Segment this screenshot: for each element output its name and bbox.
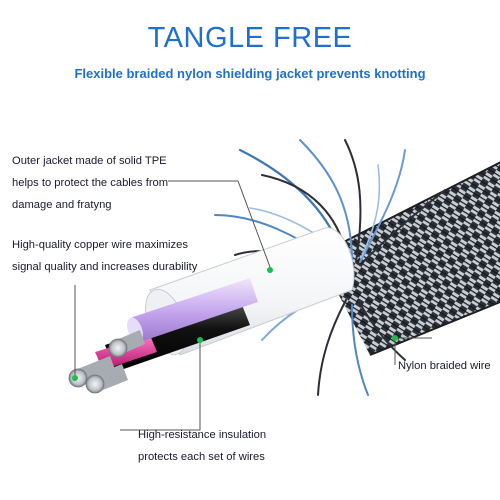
marker-dot-jacket (267, 267, 273, 273)
leader-lines (74, 180, 432, 431)
marker-dot-copper (72, 375, 78, 381)
callout-insulation: High-resistance insulation protects each… (138, 424, 266, 468)
page-title: TANGLE FREE (147, 22, 353, 54)
callout-nylon-braid: Nylon braided wire (398, 355, 491, 377)
page-subtitle: Flexible braided nylon shielding jacket … (74, 66, 426, 81)
callout-line: damage and fratyng (12, 199, 112, 211)
callout-line: signal quality and increases durability (12, 261, 198, 273)
callout-copper-wire: High-quality copper wire maximizes signa… (12, 234, 197, 278)
callout-line: High-quality copper wire maximizes (12, 239, 188, 251)
marker-dots (72, 267, 398, 381)
braided-sleeve (317, 161, 500, 356)
callout-line: High-resistance insulation (138, 429, 267, 441)
marker-dot-insulation (197, 337, 203, 343)
marker-dot-braid (392, 335, 398, 341)
callout-line: helps to protect the cables from (12, 177, 169, 189)
callout-line: Nylon braided wire (398, 360, 491, 372)
callout-line: protects each set of wires (138, 451, 265, 463)
copper-conductors (68, 330, 145, 394)
callout-outer-jacket: Outer jacket made of solid TPE helps to … (12, 150, 168, 216)
callout-line: Outer jacket made of solid TPE (12, 155, 167, 167)
